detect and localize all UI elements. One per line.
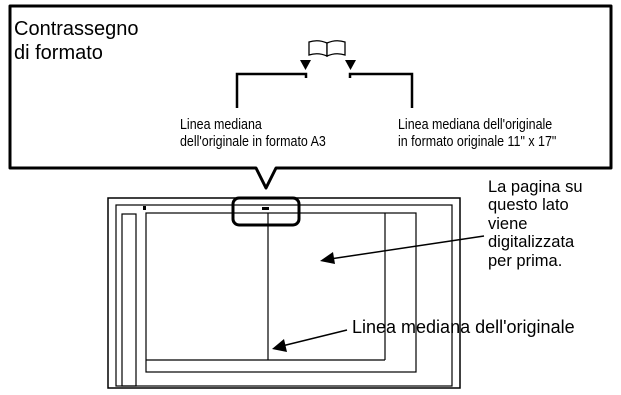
glass-left-strip [121,213,137,387]
size-mark-indicator [262,207,269,210]
size-mark-highlight [231,196,301,227]
size-mark-label: Contrassegno di formato [14,18,139,64]
first-page-arrow [320,235,485,264]
open-book-icon [308,40,346,57]
midline-a3-label: Linea mediana dell'originale in formato … [180,117,326,151]
size-mark-brackets [235,72,414,108]
marker-a3-arrow [300,60,311,70]
first-page-label: La pagina su questo lato viene digitaliz… [488,178,583,270]
center-line-arrow [272,329,348,352]
marker-11x17-arrow [345,60,356,70]
glass-small-mark [143,206,146,210]
callout-bubble [8,4,613,190]
centerline-label: Linea mediana dell'originale [352,317,575,337]
original-a3-outline [145,212,417,373]
midline-11x17-label: Linea mediana dell'originale in formato … [398,117,557,151]
document-glass-inner [115,204,453,387]
